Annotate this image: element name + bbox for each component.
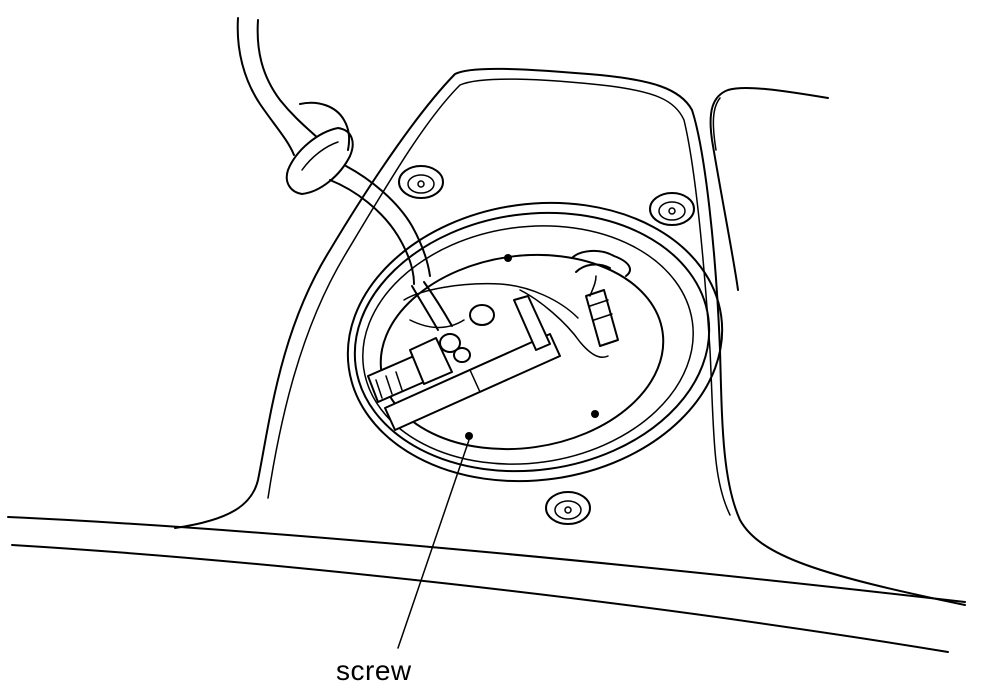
screw-callout-label: screw <box>336 655 412 686</box>
boss-upper-right <box>649 192 695 226</box>
boss-lower <box>545 491 591 525</box>
floor-panel-edges <box>7 516 966 653</box>
access-panel-outline <box>174 67 966 606</box>
boss-upper-left <box>398 165 444 199</box>
wiring-harness <box>236 17 431 285</box>
service-opening <box>346 201 724 483</box>
panel-bosses <box>398 165 695 525</box>
callout-leader-line <box>397 439 470 649</box>
pump-module <box>367 250 631 431</box>
